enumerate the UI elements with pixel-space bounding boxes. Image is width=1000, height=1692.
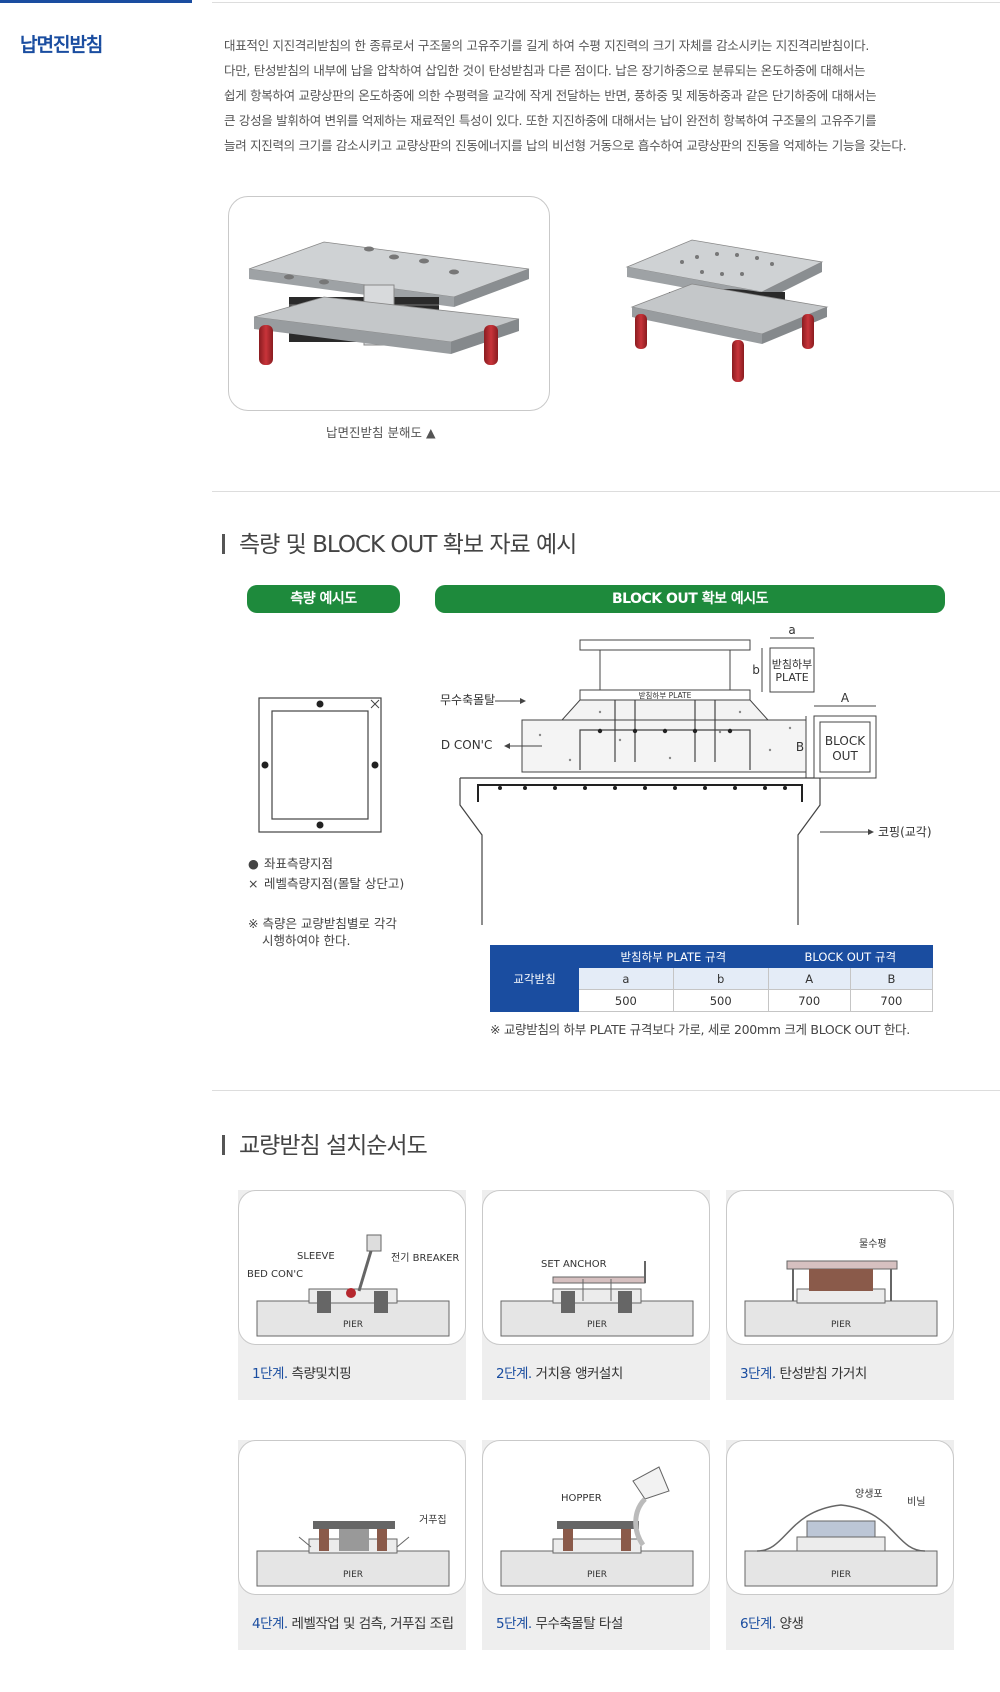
table-group-plate: 받침하부 PLATE 규격: [578, 945, 769, 968]
legend-dot: ●좌표측량지점: [248, 856, 334, 871]
svg-text:PIER: PIER: [831, 1320, 851, 1330]
svg-text:PLATE: PLATE: [775, 671, 808, 684]
bed-conc-label: BED CON'C: [440, 738, 492, 752]
plate-bar-label: 받침하부 PLATE: [639, 690, 692, 700]
step-label: 3단계. 탄성받침 가거치: [740, 1366, 867, 1382]
svg-text:비닐: 비닐: [907, 1496, 925, 1508]
svg-text:SET ANCHOR: SET ANCHOR: [541, 1259, 607, 1270]
blockout-diagram: 받침하부 PLATE 무수축몰탈 BED CO: [425, 620, 940, 930]
coping-label: 코핑(교각): [878, 825, 932, 839]
step-2-illustration: SET ANCHOR PIER: [482, 1190, 710, 1345]
table-group-blockout: BLOCK OUT 규격: [767, 945, 934, 968]
table-row-header: 교각받침: [490, 945, 579, 1012]
svg-text:양생포: 양생포: [855, 1488, 883, 1500]
intro-line: 쉽게 항복하여 교량상판의 온도하중에 의한 수평력을 교각에 작게 전달하는 …: [224, 88, 877, 103]
section-title-survey: 측량 및 BLOCK OUT 확보 자료 예시: [222, 525, 577, 559]
intro-line: 늘려 지진력의 크기를 감소시키고 교량상판의 진동에너지를 납의 비선형 거동…: [224, 138, 907, 153]
svg-text:PIER: PIER: [343, 1320, 363, 1330]
mortar-label: 무수축몰탈: [440, 693, 495, 707]
step-5-illustration: HOPPER PIER: [482, 1440, 710, 1595]
intro-line: 대표적인 지진격리받침의 한 종류로서 구조물의 고유주기를 길게 하여 수평 …: [224, 38, 870, 53]
step-card-2: SET ANCHOR PIER 2단계. 거치용 앵커설치: [482, 1190, 710, 1400]
svg-text:HOPPER: HOPPER: [561, 1493, 602, 1504]
intro-line: 큰 강성을 발휘하여 변위를 억제하는 재료적인 특성이 있다. 또한 지진하중…: [224, 113, 877, 128]
table-cell: 700: [767, 989, 851, 1012]
section-divider: [212, 1090, 1000, 1091]
table-sub-header: b: [672, 967, 769, 990]
survey-note: ※ 측량은 교량받침별로 각각 시행하여야 한다.: [248, 916, 397, 948]
section-divider: [212, 491, 1000, 492]
table-sub-header: a: [578, 967, 674, 990]
step-label: 5단계. 무수축몰탈 타설: [496, 1616, 623, 1632]
bearing-exploded-photo: [228, 196, 550, 411]
svg-text:SLEEVE: SLEEVE: [297, 1251, 335, 1262]
step-card-4: 거푸집 PIER 4단계. 레벨작업 및 검측, 거푸집 조립: [238, 1440, 466, 1650]
svg-text:B: B: [796, 740, 804, 754]
svg-text:a: a: [788, 623, 795, 637]
spec-note: ※ 교량받침의 하부 PLATE 규격보다 가로, 세로 200mm 크게 BL…: [490, 1022, 910, 1037]
svg-text:PIER: PIER: [587, 1320, 607, 1330]
svg-text:PIER: PIER: [587, 1570, 607, 1580]
step-label: 6단계. 양생: [740, 1616, 804, 1632]
table-sub-header: A: [767, 967, 851, 990]
survey-plan-diagram: [258, 697, 383, 834]
pill-blockout-example: BLOCK OUT 확보 예시도: [435, 585, 945, 613]
svg-text:받침하부: 받침하부: [772, 657, 812, 671]
cross-icon: ×: [248, 876, 259, 891]
photo-caption: 납면진받침 분해도 ▲: [326, 425, 436, 440]
step-card-1: SLEEVE BED CON'C 전기 BREAKER PIER 1단계. 측량…: [238, 1190, 466, 1400]
intro-line: 다만, 탄성받침의 내부에 납을 압착하여 삽입한 것이 탄성받침과 다른 점이…: [224, 63, 866, 78]
svg-text:전기 BREAKER: 전기 BREAKER: [391, 1252, 459, 1264]
table-cell: 500: [672, 989, 769, 1012]
svg-text:OUT: OUT: [832, 749, 858, 763]
svg-text:BLOCK: BLOCK: [825, 734, 866, 748]
side-title: 납면진받침: [20, 34, 103, 56]
step-card-6: 양생포 비닐 PIER 6단계. 양생: [726, 1440, 954, 1650]
svg-text:거푸집: 거푸집: [419, 1514, 447, 1526]
step-4-illustration: 거푸집 PIER: [238, 1440, 466, 1595]
dot-icon: ●: [248, 856, 259, 871]
legend-x: ×레벨측량지점(몰탈 상단고): [248, 876, 405, 891]
step-3-illustration: 물수평 PIER: [726, 1190, 954, 1345]
step-card-5: HOPPER PIER 5단계. 무수축몰탈 타설: [482, 1440, 710, 1650]
top-divider: [212, 2, 1000, 3]
step-1-illustration: SLEEVE BED CON'C 전기 BREAKER PIER: [238, 1190, 466, 1345]
step-label: 4단계. 레벨작업 및 검측, 거푸집 조립: [252, 1616, 454, 1632]
table-cell: 700: [849, 989, 934, 1012]
pill-survey-example: 측량 예시도: [247, 585, 400, 613]
svg-text:물수평: 물수평: [859, 1238, 887, 1250]
step-card-3: 물수평 PIER 3단계. 탄성받침 가거치: [726, 1190, 954, 1400]
svg-text:b: b: [752, 663, 760, 677]
svg-text:PIER: PIER: [831, 1570, 851, 1580]
table-sub-header: B: [849, 967, 934, 990]
svg-text:A: A: [841, 691, 850, 705]
step-6-illustration: 양생포 비닐 PIER: [726, 1440, 954, 1595]
section-title-install: 교량받침 설치순서도: [222, 1126, 428, 1160]
table-cell: 500: [578, 989, 674, 1012]
svg-text:PIER: PIER: [343, 1570, 363, 1580]
step-label: 2단계. 거치용 앵커설치: [496, 1366, 623, 1382]
intro-text: 대표적인 지진격리받침의 한 종류로서 구조물의 고유주기를 길게 하여 수평 …: [224, 33, 984, 158]
top-accent-line: [0, 0, 192, 3]
step-label: 1단계. 측량및치핑: [252, 1366, 352, 1382]
bearing-assembled-photo: [622, 222, 842, 412]
spec-table: 교각받침 받침하부 PLATE 규격 BLOCK OUT 규격 a b A B …: [490, 945, 934, 1012]
svg-text:BED CON'C: BED CON'C: [247, 1269, 303, 1280]
